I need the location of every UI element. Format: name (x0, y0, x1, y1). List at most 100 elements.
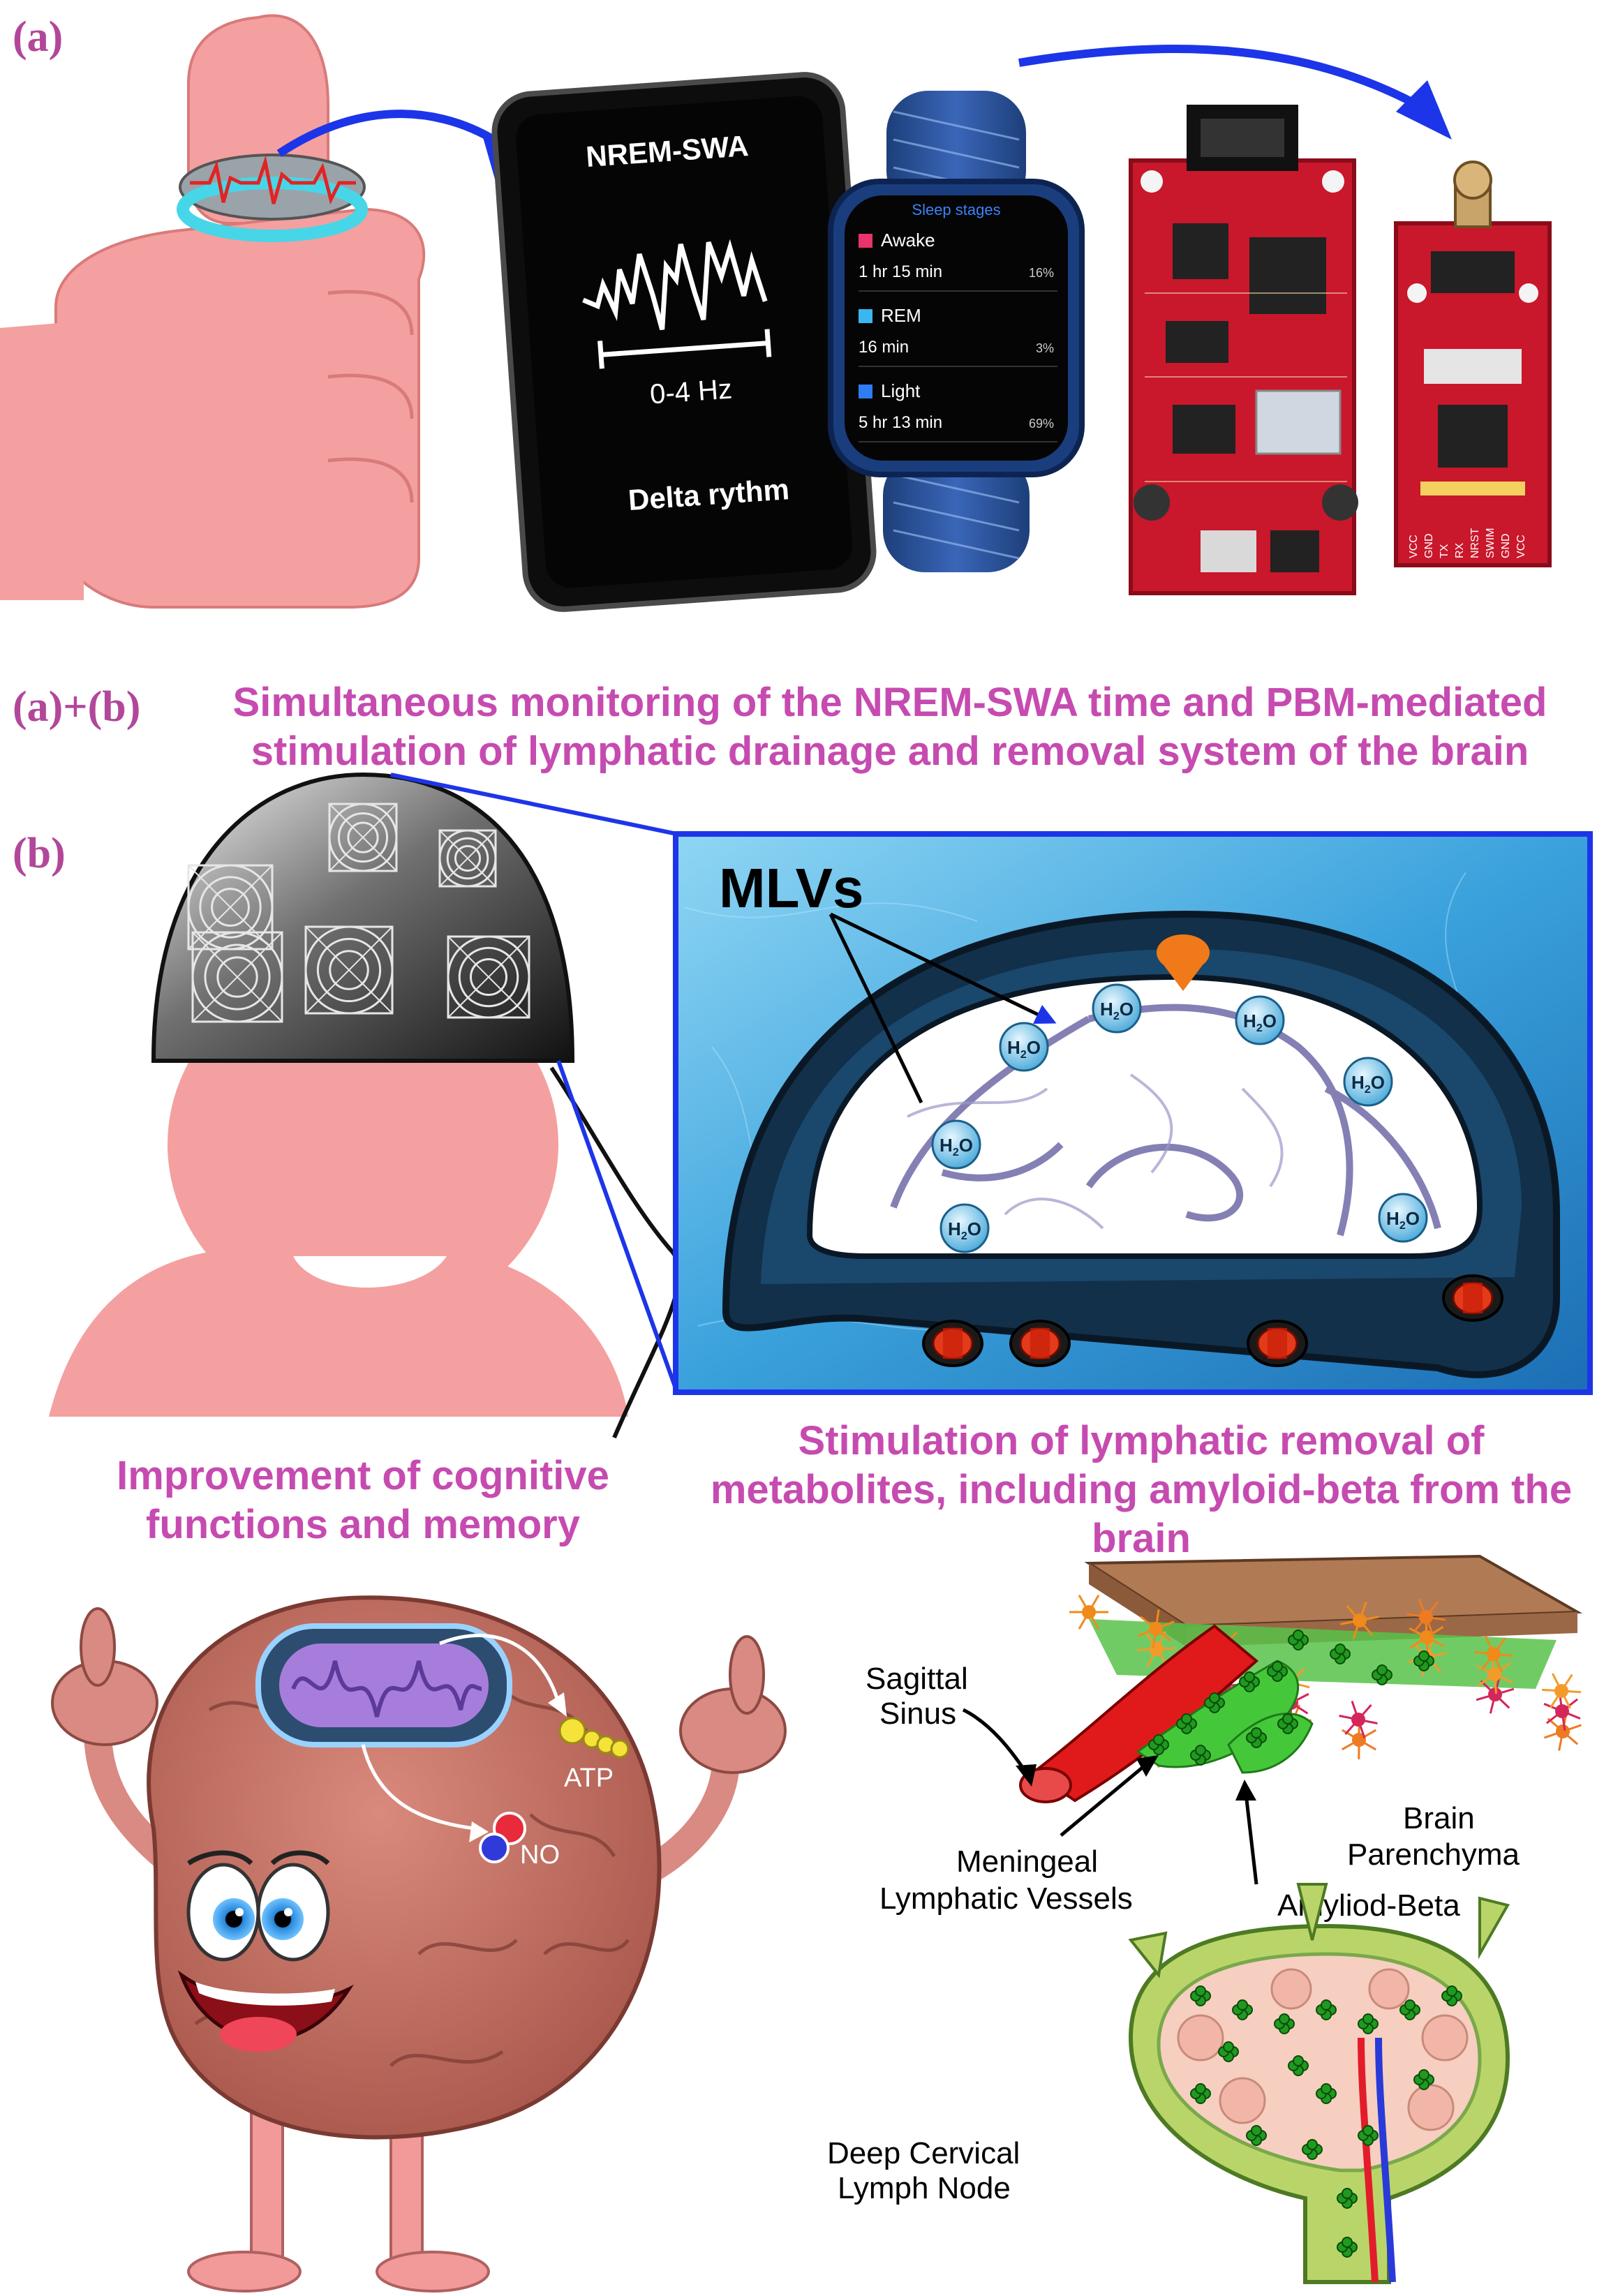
meningeal-label-1: Meningeal (956, 1844, 1098, 1879)
cap-cable (549, 1066, 681, 1439)
amyloid-beta-icon (1232, 1999, 1253, 2020)
panel-ab-label: (a)+(b) (13, 683, 141, 731)
stage-duration: 16 min (859, 338, 909, 357)
thumbs-up-hand-icon (0, 14, 426, 609)
amyloid-beta-icon (1288, 1630, 1309, 1650)
water-molecule-icon: H2O (1235, 995, 1285, 1045)
neuron-icon (1476, 1675, 1515, 1714)
amyloid-beta-icon (1358, 2125, 1379, 2146)
emitter-fan-icon (191, 931, 283, 1023)
led-emitter-icon (1247, 1320, 1308, 1367)
meninges-illustration (1019, 1554, 1583, 1803)
mlv-title: MLVs (719, 857, 863, 919)
stage-color-swatch (859, 309, 872, 323)
mlv-panel (673, 831, 1593, 1395)
amyloid-beta-icon (1441, 1985, 1462, 2006)
amyloid-beta-icon (1148, 1734, 1169, 1755)
monitoring-heading-line2: stimulation of lymphatic drainage and re… (251, 729, 1529, 774)
amyloid-beta-icon (1176, 1713, 1197, 1734)
no-molecule-icon (479, 1812, 526, 1863)
panel-b-label: (b) (13, 830, 66, 877)
stage-duration: 5 hr 13 min (859, 413, 942, 432)
emitter-fan-icon (187, 864, 274, 951)
water-molecule-icon: H2O (999, 1022, 1049, 1072)
stage-name: REM (881, 305, 921, 326)
pin-label: GND (1500, 533, 1512, 558)
arrow-phone-to-laser (1018, 45, 1419, 109)
amyloid-beta-icon (1239, 1671, 1260, 1692)
stage-color-swatch (859, 234, 872, 248)
laser-board (1394, 161, 1552, 567)
neuron-icon (1406, 1598, 1446, 1636)
stage-percent: 69% (1029, 417, 1054, 431)
node-label-2: Lymph Node (838, 2171, 1011, 2205)
amyloid-beta-icon (1399, 1999, 1420, 2020)
neuron-icon (1341, 1720, 1377, 1760)
cognitive-heading-line1: Improvement of cognitive (117, 1453, 609, 1498)
led-emitter-icon (1009, 1320, 1071, 1367)
cartoon-brain (51, 1595, 787, 2293)
panel-a-label: (a) (13, 13, 64, 61)
swa-wave (582, 239, 768, 331)
amyloid-beta-icon (1218, 2041, 1239, 2062)
stage-percent: 3% (1036, 341, 1054, 355)
cognitive-heading: Improvement of cognitive functions and m… (84, 1452, 642, 1549)
parenchyma-label-2: Parenchyma (1347, 1837, 1520, 1872)
stage-percent: 16% (1029, 266, 1054, 280)
sagittal-pointer (962, 1708, 1028, 1774)
sagittal-label-2: Sinus (879, 1697, 956, 1731)
node-label-1: Deep Cervical (827, 2136, 1020, 2170)
pin-label: NRST (1469, 528, 1481, 558)
smile-mouth-icon (177, 1970, 354, 2052)
pin-label: GND (1423, 533, 1435, 558)
amyloid-beta-icon (1190, 1985, 1211, 2006)
amyloid-beta-icon (1316, 1999, 1337, 2020)
atp-label: ATP (564, 1764, 614, 1793)
watch-stage-row: Light 5 hr 13 min 69% (859, 380, 1057, 442)
monitoring-heading: Simultaneous monitoring of the NREM-SWA … (202, 678, 1577, 776)
meningeal-label-2: Lymphatic Vessels (879, 1881, 1133, 1916)
parenchyma-label-1: Brain (1403, 1801, 1475, 1835)
mlv-pointer-arrows (829, 912, 1057, 1104)
smartphone (491, 72, 877, 612)
atp-molecule-icon (558, 1717, 630, 1759)
amyloid-beta-icon (1288, 2055, 1309, 2076)
smartwatch (828, 91, 1085, 572)
amyloid-beta-icon (1413, 1650, 1434, 1671)
svg-text:H2O: H2O (948, 1218, 981, 1242)
lymphatic-heading-line1: Stimulation of lymphatic removal of (798, 1418, 1485, 1463)
neuron-icon (1473, 1635, 1514, 1673)
lymphatic-heading-line2: metabolites, including amyloid-beta from… (710, 1467, 1573, 1512)
arachnoid-granulation-icon (1157, 934, 1210, 991)
emitter-fan-icon (304, 925, 394, 1015)
pin-label: SWIM (1485, 528, 1496, 558)
phone-band: 0-4 Hz (649, 373, 734, 410)
stage-name: Light (881, 380, 921, 401)
meningeal-pointer (1060, 1764, 1146, 1837)
amyloid-beta-icon (1316, 2083, 1337, 2104)
watch-stage-row: REM 16 min 3% (859, 305, 1057, 367)
water-molecule-icon: H2O (939, 1203, 990, 1253)
water-molecule-icon: H2O (1092, 983, 1142, 1034)
amyloid-beta-icon (1337, 2237, 1358, 2258)
amyloid-beta-icon (1190, 2083, 1211, 2104)
amyloid-beta-icon (1204, 1692, 1225, 1713)
left-thumbs-up-icon (51, 1607, 158, 1746)
pin-label: RX (1454, 542, 1466, 558)
cap-emitters (187, 803, 530, 1023)
neuron-icon (1069, 1595, 1108, 1630)
cognitive-heading-line2: functions and memory (146, 1502, 580, 1547)
water-molecule-icon: H2O (1343, 1057, 1393, 1107)
emitter-fan-icon (447, 935, 530, 1019)
watch-header: Sleep stages (912, 201, 1000, 218)
amyloid-beta-icon (1372, 1664, 1392, 1685)
emitter-fan-icon (438, 829, 497, 888)
amyloid-beta-icon (1277, 1713, 1298, 1734)
amyloid-beta-icon (1274, 2013, 1295, 2034)
amyloid-pointer (1244, 1793, 1258, 1885)
amyloid-beta-icon (1190, 1745, 1211, 1766)
